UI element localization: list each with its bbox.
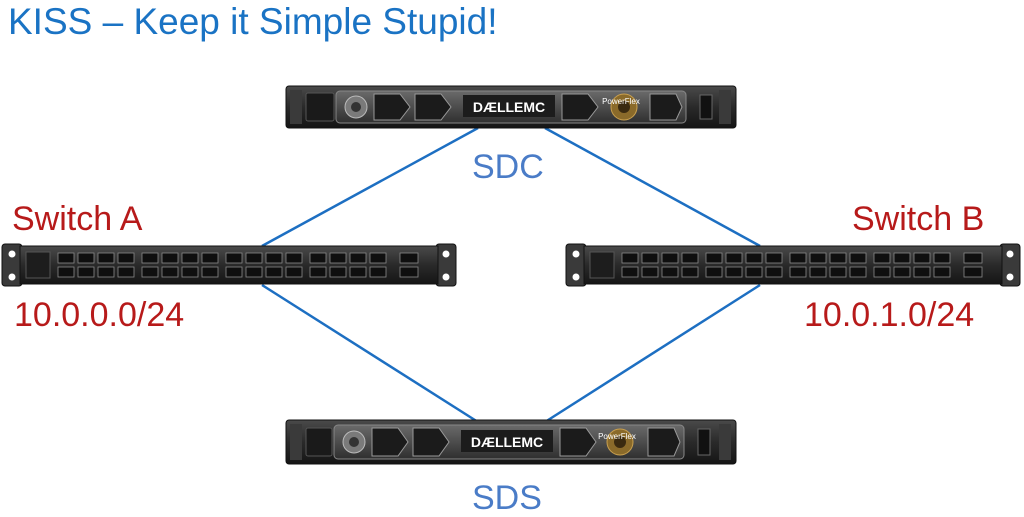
- switch-b-subnet: 10.0.1.0/24: [804, 296, 975, 334]
- sdc-brand-text: DÆLLEMC: [473, 99, 545, 115]
- switch-a-subnet: 10.0.0.0/24: [14, 296, 185, 334]
- sds-server: DÆLLEMC PowerFlex: [285, 419, 737, 465]
- sdc-server: DÆLLEMC PowerFlex: [285, 85, 737, 129]
- link-sds-switch-b: [544, 283, 761, 424]
- sdc-product-text: PowerFlex: [602, 97, 640, 106]
- sds-product-text: PowerFlex: [598, 432, 636, 441]
- switch-a-ports: [57, 252, 419, 278]
- link-sdc-switch-b: [544, 126, 761, 248]
- switch-a-label: Switch A: [12, 200, 143, 238]
- switch-b-label: Switch B: [852, 200, 985, 238]
- sdc-label: SDC: [472, 148, 544, 186]
- links: [261, 126, 761, 424]
- link-sdc-switch-a: [261, 126, 479, 248]
- sds-label: SDS: [472, 479, 542, 517]
- page-title: KISS – Keep it Simple Stupid!: [8, 1, 498, 42]
- sds-brand-text: DÆLLEMC: [471, 434, 543, 450]
- switch-a: [1, 243, 457, 287]
- link-sds-switch-a: [261, 283, 479, 424]
- switch-b: [565, 243, 1021, 287]
- switch-b-ports: [621, 252, 983, 278]
